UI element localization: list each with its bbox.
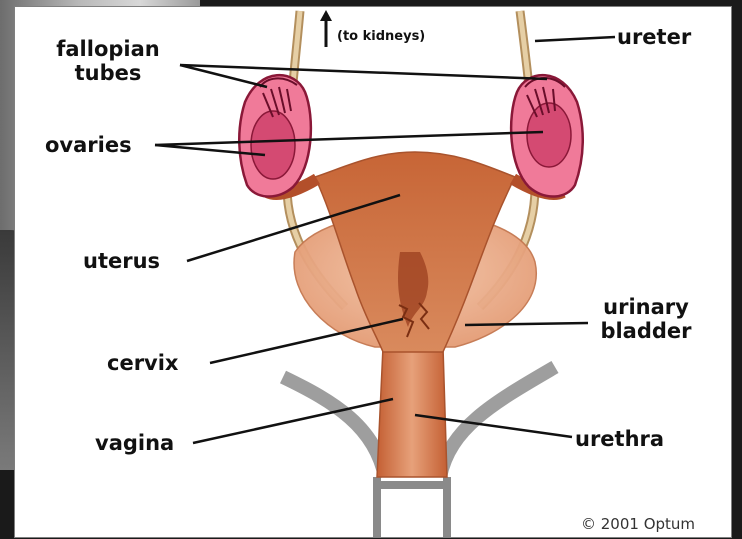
ureter-label: ureter (617, 25, 691, 49)
vaginal-opening (377, 477, 447, 537)
left-ovary (251, 111, 295, 179)
vagina-label: vagina (95, 431, 174, 455)
anatomy-diagram-panel: (to kidneys) ureter fallopian tubes ovar… (14, 6, 732, 538)
urinary-label-line2: bladder (591, 319, 701, 343)
fallopian-label-line2: tubes (43, 61, 173, 85)
copyright-label: © 2001 Optum (581, 515, 695, 533)
leader-fallopian-right (180, 65, 547, 79)
urethra-label: urethra (575, 427, 664, 451)
vagina-shape (377, 347, 447, 477)
fallopian-tubes-label: fallopian tubes (43, 37, 173, 85)
uterus-label: uterus (83, 249, 160, 273)
leader-ovaries-right (155, 132, 543, 145)
cervix-label: cervix (107, 351, 178, 375)
ovaries-label: ovaries (45, 133, 132, 157)
pelvic-floor-left (283, 377, 385, 477)
urinary-label-line1: urinary (591, 295, 701, 319)
fallopian-label-line1: fallopian (43, 37, 173, 61)
leader-ureter (535, 37, 615, 41)
urinary-bladder-label: urinary bladder (591, 295, 701, 343)
to-kidneys-label: (to kidneys) (337, 29, 425, 44)
up-arrowhead (320, 10, 332, 21)
